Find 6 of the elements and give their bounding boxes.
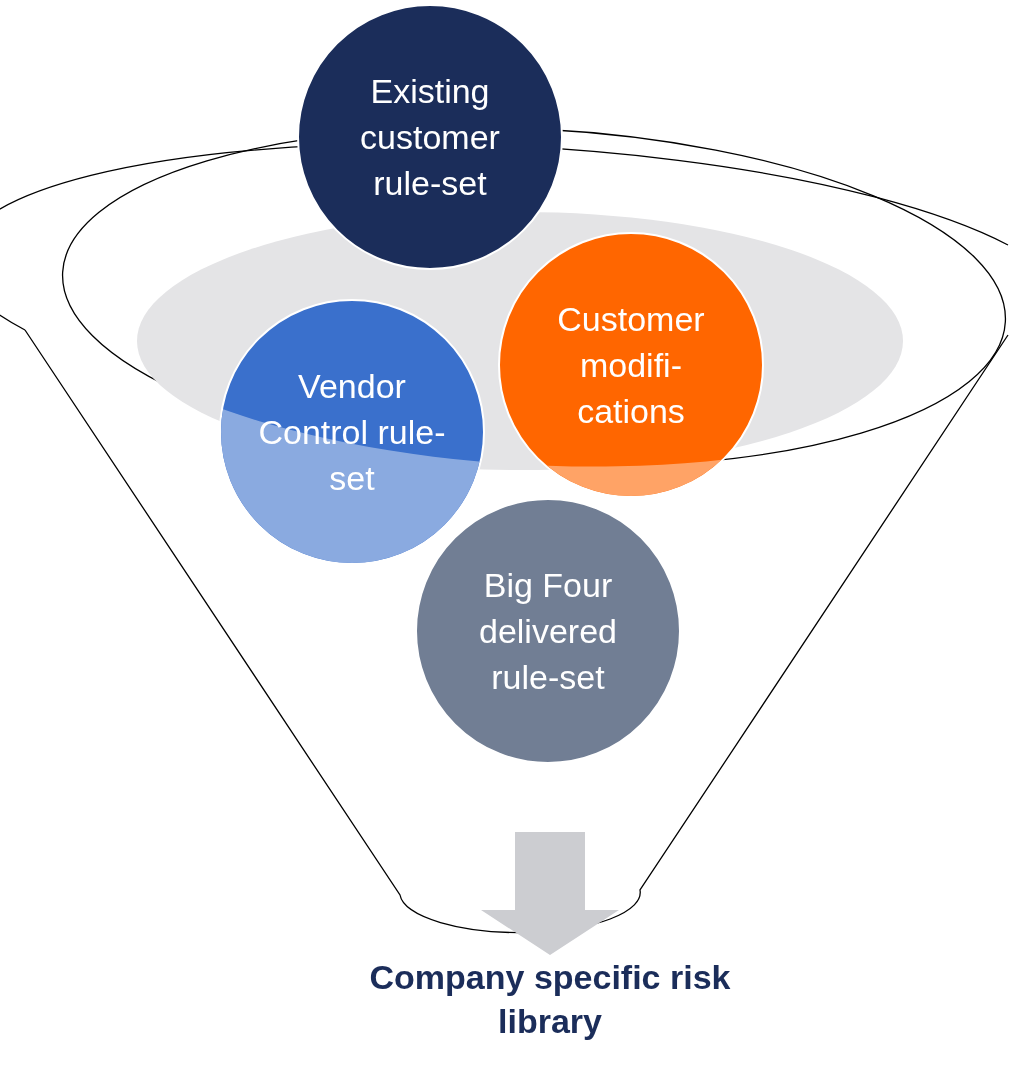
down-arrow	[481, 832, 619, 955]
rule-set-circle: Big Four delivered rule-set	[415, 498, 681, 764]
rule-set-circle: Vendor Control rule-set	[219, 299, 485, 565]
rule-set-circle: Customer modifi- cations	[498, 232, 764, 498]
rule-set-circle: Existing customer rule-set	[297, 4, 563, 270]
output-label: Company specific risk library	[330, 955, 770, 1043]
